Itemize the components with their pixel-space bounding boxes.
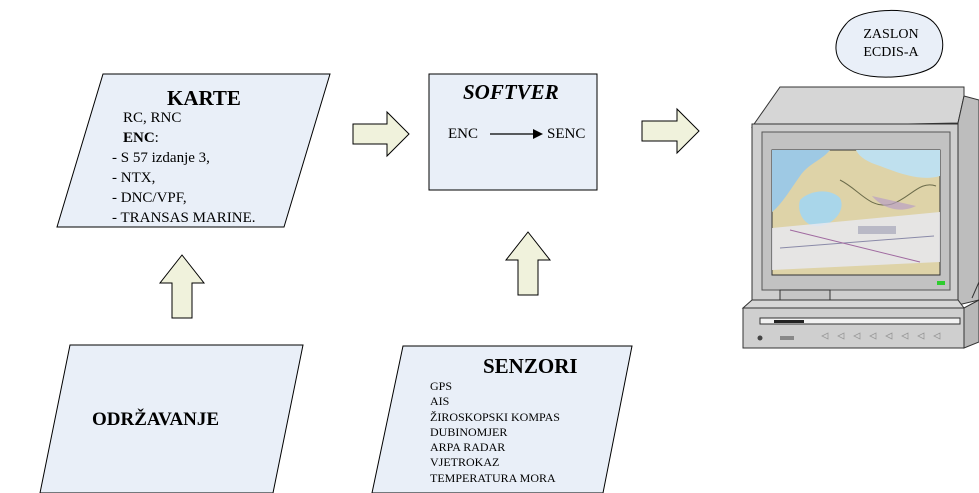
hollow-arrow-right-icon: [642, 109, 699, 153]
zaslon-label: ZASLON ECDIS-A: [850, 26, 932, 62]
softver-title: SOFTVER: [463, 82, 559, 103]
senzori-item: VJETROKAZ: [430, 455, 560, 470]
karte-enc-suffix: :: [155, 130, 159, 146]
karte-line-rc-rnc: RC, RNC: [117, 108, 256, 128]
senzori-list: GPS AIS ŽIROSKOPSKI KOMPAS DUBINOMJER AR…: [430, 379, 560, 486]
karte-item: - TRANSAS MARINE.: [112, 208, 256, 228]
softver-from-enc: ENC: [448, 127, 478, 142]
karte-item: - S 57 izdanje 3,: [112, 148, 256, 168]
senzori-item: ARPA RADAR: [430, 440, 560, 455]
karte-item: - NTX,: [112, 168, 256, 188]
karte-list: RC, RNC ENC: - S 57 izdanje 3, - NTX, - …: [117, 108, 256, 228]
zaslon-line2: ECDIS-A: [850, 44, 932, 62]
computer-monitor-icon: [743, 87, 979, 348]
hollow-arrow-up-icon: [160, 255, 204, 318]
softver-to-senc: SENC: [547, 127, 585, 142]
senzori-item: AIS: [430, 394, 560, 409]
hollow-arrow-right-icon: [353, 112, 409, 156]
karte-title: KARTE: [167, 88, 241, 109]
senzori-item: TEMPERATURA MORA: [430, 471, 560, 486]
senzori-item: ŽIROSKOPSKI KOMPAS: [430, 410, 560, 425]
karte-enc-label: ENC: [123, 130, 155, 146]
karte-item: - DNC/VPF,: [112, 188, 256, 208]
senzori-item: DUBINOMJER: [430, 425, 560, 440]
odrzavanje-title: ODRŽAVANJE: [92, 410, 219, 429]
senzori-title: SENZORI: [483, 356, 578, 377]
zaslon-line1: ZASLON: [850, 26, 932, 44]
senzori-item: GPS: [430, 379, 560, 394]
hollow-arrow-up-icon: [506, 232, 550, 295]
karte-enc-line: ENC:: [117, 128, 256, 148]
